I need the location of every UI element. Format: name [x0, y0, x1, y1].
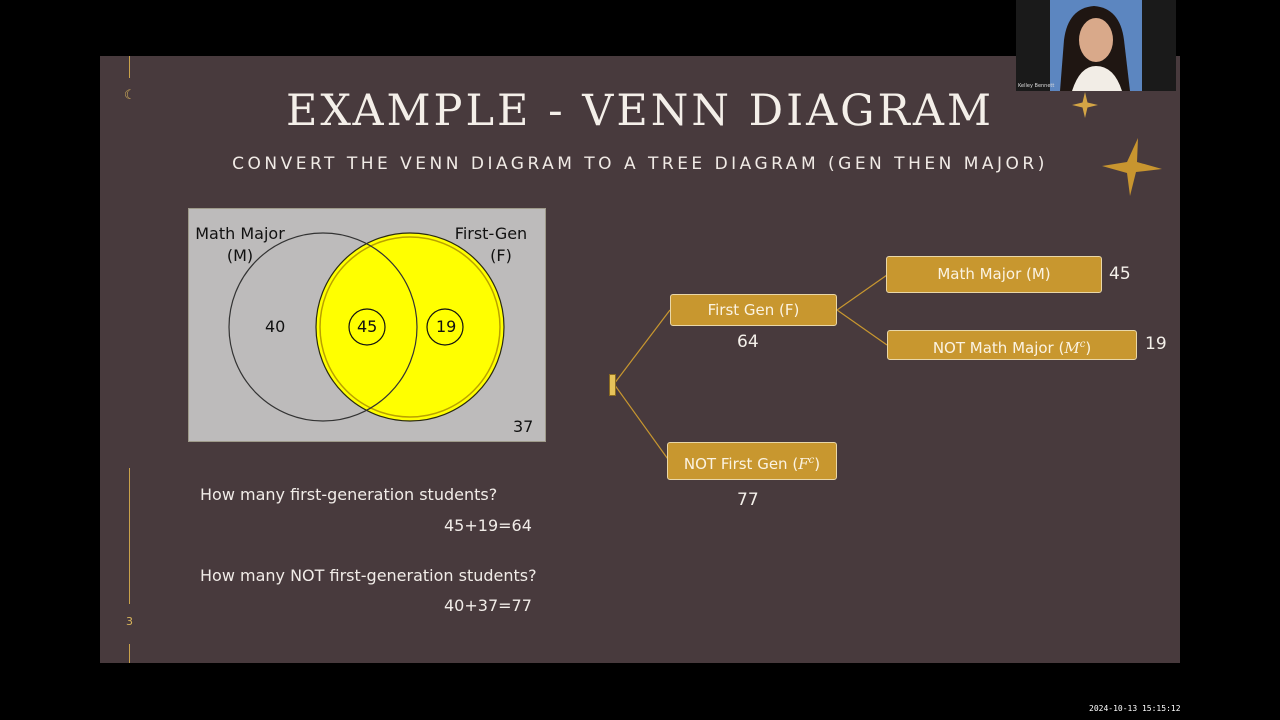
only-f-count-ring	[426, 308, 464, 346]
math-major-total: 45	[1109, 264, 1131, 284]
decor-line-top	[129, 56, 130, 78]
recording-timestamp: 2024-10-13 15:15:12	[1089, 704, 1181, 713]
sparkle-icon-large	[1102, 138, 1162, 196]
answer-first-gen: 45+19=64	[444, 516, 532, 535]
slide-subtitle: CONVERT THE VENN DIAGRAM TO A TREE DIAGR…	[232, 154, 1048, 174]
first-gen-label-line1: First-Gen	[454, 224, 528, 243]
slide: ☾ 3 EXAMPLE - VENN DIAGRAM CONVERT THE V…	[100, 56, 1180, 663]
both-count-ring	[348, 308, 386, 346]
webcam-tile[interactable]: Kelley Bennett	[1016, 0, 1176, 91]
only-math-count: 40	[265, 317, 286, 336]
venn-diagram: Math Major (M) First-Gen (F) 40 45 19 37	[188, 208, 546, 442]
math-major-circle	[228, 232, 418, 422]
venn-circles	[228, 232, 505, 422]
math-major-label-line1: Math Major	[195, 224, 285, 243]
math-major-label-line2: (M)	[226, 246, 254, 265]
presenter-silhouette	[1060, 6, 1130, 91]
not-first-gen-suffix: )	[814, 455, 821, 473]
first-gen-node: First Gen (F)	[670, 294, 837, 326]
not-math-major-var: M	[1064, 339, 1080, 357]
first-gen-total: 64	[737, 332, 759, 352]
question-first-gen: How many first-generation students?	[200, 485, 498, 504]
not-first-gen-total: 77	[737, 490, 759, 510]
not-math-major-prefix: NOT Math Major (	[932, 339, 1065, 357]
not-first-gen-node: NOT First Gen (Fc)	[667, 442, 837, 480]
math-major-node-label: Math Major (M)	[937, 265, 1051, 283]
first-gen-node-label: First Gen (F)	[707, 301, 800, 319]
answer-not-first-gen: 40+37=77	[444, 596, 532, 615]
presenter-video	[1050, 0, 1142, 91]
neither-count: 37	[513, 417, 534, 436]
tree-branches	[613, 274, 888, 463]
not-first-gen-prefix: NOT First Gen (	[683, 455, 799, 473]
decor-line-foot	[129, 644, 130, 663]
math-major-label: Math Major (M)	[191, 223, 289, 267]
sparkle-icon-small	[1072, 92, 1098, 118]
webcam-name: Kelley Bennett	[1018, 83, 1055, 89]
first-gen-circle-rim	[319, 236, 501, 418]
page-number: 3	[126, 615, 133, 628]
not-math-major-sup: c	[1079, 339, 1086, 350]
first-gen-label: First-Gen (F)	[449, 223, 533, 267]
not-first-gen-var: F	[798, 455, 809, 473]
first-gen-label-line2: (F)	[490, 246, 512, 265]
both-count: 45	[357, 317, 378, 336]
math-major-node: Math Major (M)	[886, 256, 1102, 293]
not-math-major-suffix: )	[1085, 339, 1092, 357]
not-math-major-total: 19	[1145, 334, 1167, 354]
question-not-first-gen: How many NOT first-generation students?	[200, 566, 537, 585]
only-first-gen-count: 19	[436, 317, 457, 336]
tree-root-node	[609, 374, 616, 396]
not-first-gen-sup: c	[808, 455, 815, 466]
decor-line-bottom	[129, 468, 130, 604]
crescent-moon-icon: ☾	[124, 88, 136, 103]
slide-title: EXAMPLE - VENN DIAGRAM	[286, 86, 994, 136]
first-gen-circle	[315, 232, 505, 422]
not-math-major-node: NOT Math Major (Mc)	[887, 330, 1137, 360]
